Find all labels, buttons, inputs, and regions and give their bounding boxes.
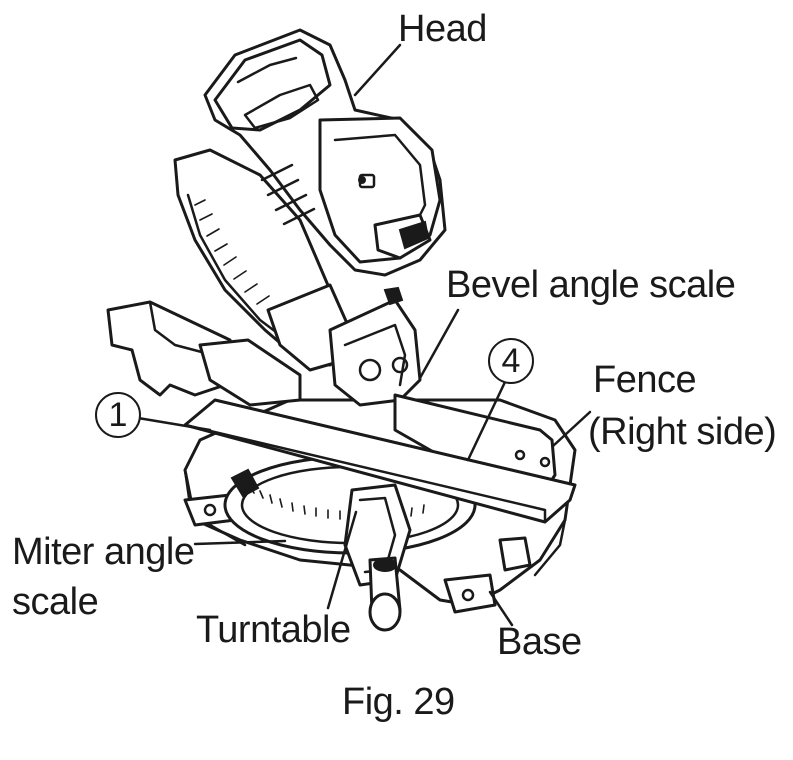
- label-bevel-angle-scale: Bevel angle scale: [446, 264, 736, 306]
- leader-lines: [136, 43, 592, 627]
- callout-4: 4: [488, 338, 534, 384]
- leader-1: [136, 416, 212, 432]
- callout-1: 1: [95, 392, 141, 438]
- label-miter-angle: Miter angle: [12, 531, 195, 573]
- fence-bar: [183, 398, 577, 524]
- label-fence: Fence: [593, 359, 697, 401]
- label-fence-right-side: (Right side): [588, 411, 777, 453]
- leader-base: [488, 590, 514, 627]
- leader-turntable: [326, 510, 358, 610]
- leader-fence: [551, 410, 592, 448]
- leader-head: [353, 43, 402, 97]
- blade-guard: [173, 148, 352, 372]
- figure-caption: Fig. 29: [342, 681, 455, 723]
- label-miter-scale: scale: [12, 581, 99, 623]
- label-turntable: Turntable: [196, 609, 351, 651]
- leader-4: [466, 380, 507, 462]
- label-base: Base: [497, 621, 582, 663]
- bevel-mechanism: [328, 286, 422, 407]
- left-fence-wing: [106, 300, 302, 407]
- saw-head: [203, 28, 447, 277]
- label-head: Head: [398, 8, 487, 50]
- leader-bevel-scale: [418, 308, 460, 380]
- leader-miter-scale: [193, 539, 287, 546]
